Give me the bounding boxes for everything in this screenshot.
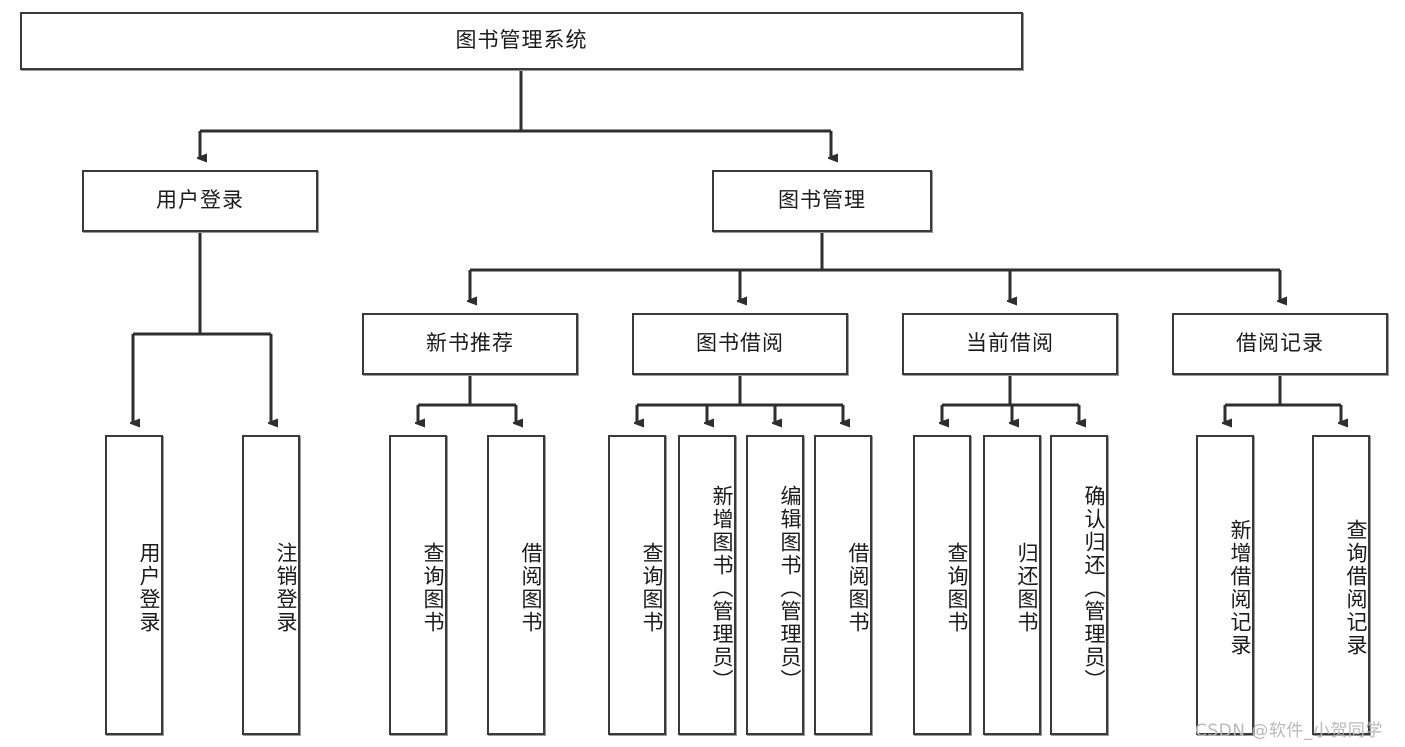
leaf-borrow-book[interactable]: 借阅图书 <box>814 435 872 735</box>
node-label: 新书推荐 <box>426 331 514 356</box>
node-label: 图书借阅 <box>696 331 784 356</box>
node-current-borrow[interactable]: 当前借阅 <box>902 313 1118 375</box>
node-label: 新增图书（管理员） <box>710 484 734 692</box>
node-label: 新增借阅记录 <box>1228 519 1252 657</box>
node-user-login[interactable]: 用户登录 <box>82 170 318 232</box>
node-label: 查询图书 <box>421 542 445 634</box>
node-label: 图书管理 <box>778 188 866 213</box>
watermark: CSDN @软件_小贺同学 <box>1195 721 1383 741</box>
node-label: 查询借阅记录 <box>1344 519 1368 657</box>
node-label: 借阅图书 <box>846 542 870 634</box>
node-borrow-record[interactable]: 借阅记录 <box>1172 313 1388 375</box>
leaf-add-book-admin[interactable]: 新增图书（管理员） <box>678 435 736 735</box>
leaf-borrow-book-recommend[interactable]: 借阅图书 <box>487 435 545 735</box>
node-label: 当前借阅 <box>966 331 1054 356</box>
leaf-query-borrow-record[interactable]: 查询借阅记录 <box>1312 435 1370 735</box>
node-label: 注销登录 <box>274 542 298 634</box>
leaf-confirm-return-admin[interactable]: 确认归还（管理员） <box>1050 435 1108 735</box>
node-label: 借阅图书 <box>519 542 543 634</box>
node-label: 归还图书 <box>1015 542 1039 634</box>
node-label: 查询图书 <box>945 542 969 634</box>
node-label: 借阅记录 <box>1236 331 1324 356</box>
node-new-book-recommend[interactable]: 新书推荐 <box>362 313 578 375</box>
node-root-system[interactable]: 图书管理系统 <box>20 12 1023 70</box>
node-book-management[interactable]: 图书管理 <box>712 170 932 232</box>
node-label: 用户登录 <box>156 188 244 213</box>
leaf-edit-book-admin[interactable]: 编辑图书（管理员） <box>746 435 804 735</box>
leaf-query-book-recommend[interactable]: 查询图书 <box>389 435 447 735</box>
leaf-logout-login[interactable]: 注销登录 <box>242 435 300 735</box>
leaf-user-login[interactable]: 用户登录 <box>105 435 163 735</box>
leaf-query-book-borrow[interactable]: 查询图书 <box>608 435 666 735</box>
leaf-return-book[interactable]: 归还图书 <box>983 435 1041 735</box>
node-book-borrow[interactable]: 图书借阅 <box>632 313 848 375</box>
node-label: 用户登录 <box>137 542 161 634</box>
node-label: 查询图书 <box>640 542 664 634</box>
node-label: 确认归还（管理员） <box>1082 484 1106 692</box>
node-label: 图书管理系统 <box>455 28 588 53</box>
node-label: 编辑图书（管理员） <box>778 484 802 692</box>
leaf-add-borrow-record[interactable]: 新增借阅记录 <box>1196 435 1254 735</box>
leaf-query-book-current[interactable]: 查询图书 <box>913 435 971 735</box>
